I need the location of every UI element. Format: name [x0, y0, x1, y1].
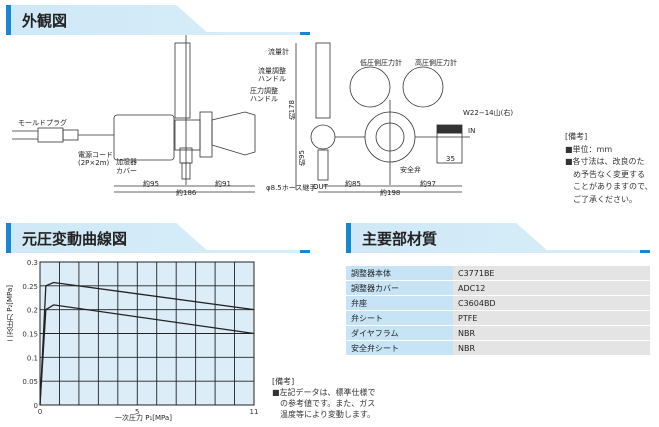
- y-tick-label: 0.2: [27, 307, 38, 315]
- y-tick-label: 0.05: [22, 378, 38, 386]
- dim-85: 約85: [345, 180, 361, 188]
- dim-198: 約198: [380, 189, 401, 197]
- notes-chart: [備考] ■左記データは、標準仕様で の参考値です。また、ガス 温度等により変動…: [272, 376, 376, 420]
- label-safety-valve: 安全弁: [400, 166, 421, 174]
- material-value: C3604BD: [453, 296, 650, 310]
- label-pressure-handle: 圧力調整: [250, 87, 278, 95]
- label-in: IN: [468, 127, 476, 135]
- note-line: 温度等により変動します。: [272, 410, 376, 419]
- part-name: 調整器本体: [346, 266, 453, 280]
- note-line: ■左記データは、標準仕様で: [272, 388, 376, 397]
- material-value: NBR: [453, 341, 650, 355]
- label-flowmeter: 流量計: [268, 48, 289, 56]
- part-name: 安全弁シート: [346, 341, 453, 355]
- note-line: の参考値です。また、ガス: [272, 399, 376, 408]
- y-tick-label: 0.1: [27, 354, 38, 362]
- label-mold-plug: モールドプラグ: [18, 119, 67, 127]
- label-high-gauge: 高圧側圧力計: [415, 59, 457, 67]
- y-tick-label: 0: [34, 402, 38, 410]
- label-thread: W22−14山(右): [463, 109, 514, 117]
- label-low-gauge: 低圧側圧力計: [360, 59, 402, 67]
- y-tick-label: 0.25: [22, 283, 38, 291]
- note-line: め予告なく変更する: [565, 169, 645, 179]
- label-cord: 電源コード: [78, 151, 113, 159]
- pressure-curve-chart: 0 0.05 0.1 0.15 0.2 0.25 0.3 0 5 11: [22, 259, 259, 416]
- section-title: 元圧変動曲線図: [22, 230, 128, 248]
- dim-91: 約91: [215, 180, 231, 188]
- dim-186: 約186: [176, 189, 197, 197]
- note-line: ■各寸法は、改良のた: [565, 157, 645, 166]
- notes-top: [備考] ■単位：mm ■各寸法は、改良のた め予告なく変更する ことがあります…: [565, 131, 653, 206]
- part-name: 弁シート: [346, 311, 453, 325]
- label-cover-2: カバー: [116, 167, 137, 175]
- section-header-curve: 元圧変動曲線図: [6, 223, 310, 253]
- dim-97: 約97: [420, 180, 436, 188]
- y-tick-label: 0.15: [22, 331, 38, 339]
- dim-35: 35: [446, 155, 455, 163]
- section-title: 外観図: [22, 12, 68, 30]
- part-name: 調整器カバー: [346, 281, 453, 295]
- note-line: ご了承ください。: [565, 194, 637, 204]
- label-cord-spec: (2P×2m): [78, 159, 110, 167]
- chart-ylabel: 二次圧力 P₂[MPa]: [6, 285, 14, 342]
- note-line: ことがありますので、: [565, 182, 653, 191]
- series-line-lower: [39, 304, 255, 406]
- label-pressure-handle-2: ハンドル: [250, 95, 278, 103]
- part-name: ダイヤフラム: [346, 326, 453, 340]
- dim-h95: 約95: [298, 150, 306, 166]
- label-cover: 加湿器: [116, 158, 137, 166]
- part-name: 弁座: [346, 296, 453, 310]
- material-value: C3771BE: [453, 266, 650, 280]
- note-line: ■単位：mm: [565, 144, 613, 154]
- label-out: OUT: [313, 183, 328, 191]
- exterior-drawing: [12, 35, 470, 193]
- dim-178: 約178: [288, 100, 296, 121]
- label-flow-handle: 流量調整: [258, 67, 286, 75]
- dim-95: 約95: [143, 180, 159, 188]
- material-value: ADC12: [453, 281, 650, 295]
- label-hose: φ8.5ホース継手: [266, 184, 317, 192]
- x-tick-label: 5: [135, 408, 139, 416]
- notes-title: [備考]: [272, 377, 295, 386]
- chart-xlabel: 一次圧力 P₁[MPa]: [115, 414, 172, 422]
- x-tick-label: 11: [250, 408, 259, 416]
- section-title: 主要部材質: [362, 230, 438, 248]
- section-header-materials: 主要部材質: [346, 223, 650, 253]
- series-line-upper: [39, 281, 255, 406]
- y-tick-label: 0.3: [27, 259, 38, 267]
- notes-title: [備考]: [565, 132, 588, 141]
- material-value: NBR: [453, 326, 650, 340]
- material-value: PTFE: [453, 311, 650, 325]
- x-tick-label: 0: [38, 408, 42, 416]
- label-flow-handle-2: ハンドル: [258, 75, 286, 83]
